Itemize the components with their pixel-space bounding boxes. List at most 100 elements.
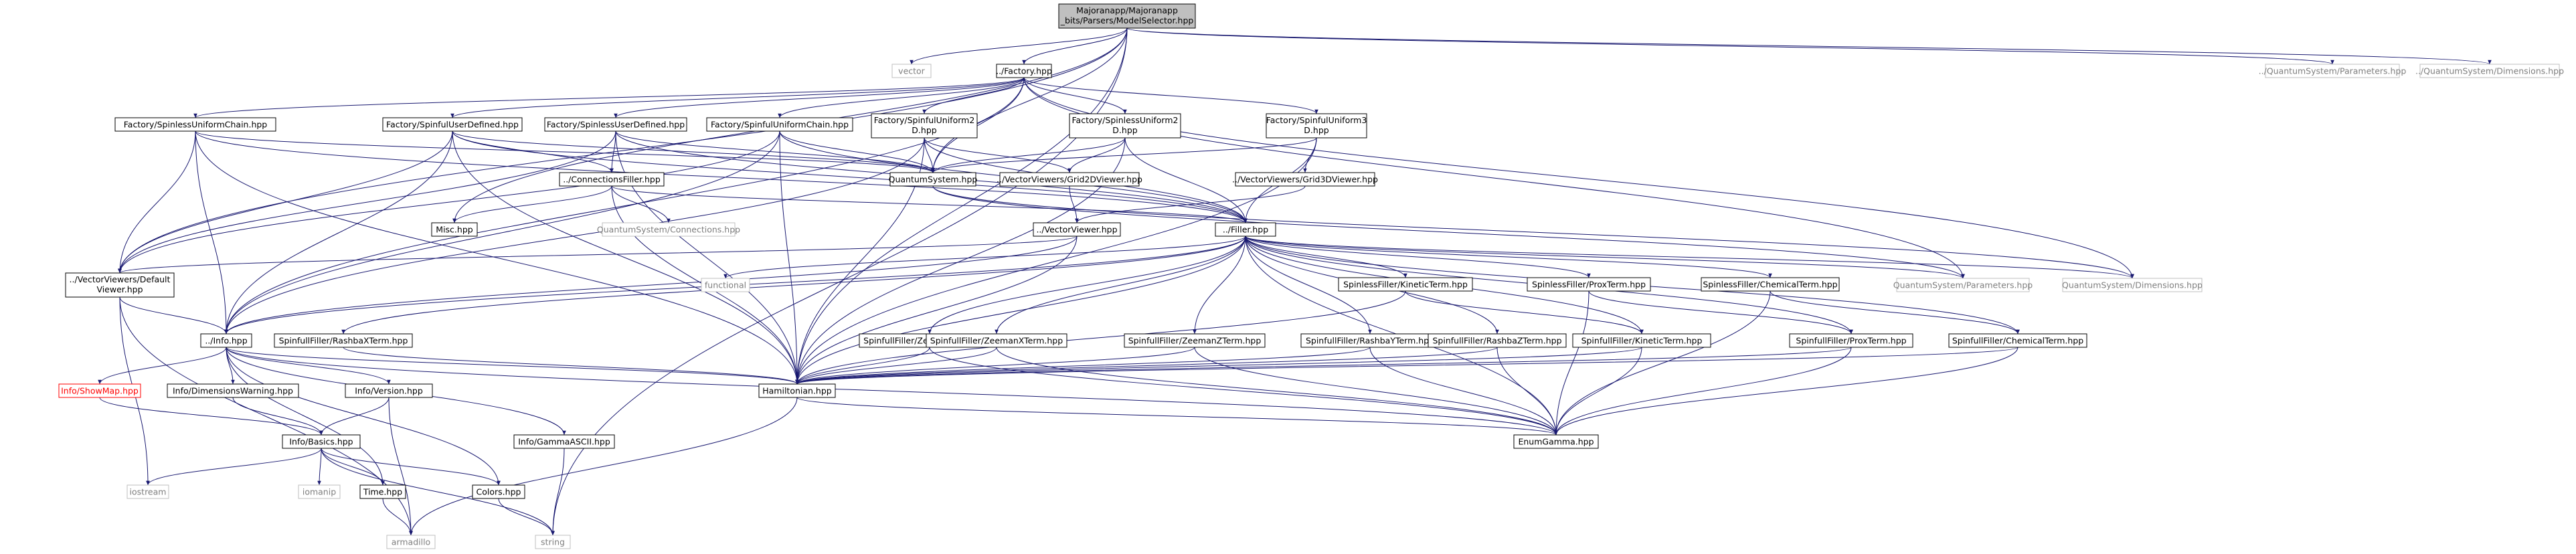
node-qs-params-top[interactable]: ../QuantumSystem/Parameters.hpp: [2259, 64, 2407, 78]
edge-colors-to-string: [498, 498, 555, 536]
node-qs-dims[interactable]: QuantumSystem/Dimensions.hpp: [2062, 278, 2203, 292]
node-sf-rashba-x[interactable]: SpinfullFiller/RashbaXTerm.hpp: [274, 333, 413, 348]
node-hamiltonian[interactable]: Hamiltonian.hpp: [758, 383, 836, 398]
node-time[interactable]: Time.hpp: [359, 484, 406, 499]
edge-f-spinful-uniform-chain-to-hamiltonian: [779, 130, 799, 385]
edge-sf-zeeman-x-to-hamiltonian: [795, 347, 997, 385]
node-vector[interactable]: vector: [891, 64, 932, 78]
node-box: [513, 434, 615, 449]
edge-f-spinless-uniform-chain-to-default-viewer: [118, 130, 196, 274]
node-iostream[interactable]: iostream: [126, 484, 169, 499]
edge-root-to-default-viewer: [118, 27, 1128, 274]
node-basics[interactable]: Info/Basics.hpp: [282, 434, 361, 449]
node-box: [535, 535, 571, 549]
node-box: [889, 172, 976, 187]
node-box: [2265, 64, 2400, 78]
node-box: [999, 172, 1140, 187]
node-label: Info/ShowMap.hpp: [61, 386, 139, 396]
node-iomanip[interactable]: iomanip: [298, 484, 341, 499]
edge-factory-to-f-spinful-uniform2d: [922, 77, 1025, 114]
edge-info-to-time: [226, 347, 385, 486]
edge-factory-to-f-spinless-uniform-chain: [193, 77, 1025, 118]
node-qs-params[interactable]: QuantumSystem/Parameters.hpp: [1893, 278, 2033, 292]
node-root[interactable]: Majoranapp/Majoranapp_bits/Parsers/Model…: [1058, 3, 1196, 29]
node-f-spinless-uniform-chain[interactable]: Factory/SpinlessUniformChain.hpp: [114, 117, 276, 132]
edge-sf-prox-to-enum-gamma: [1554, 347, 1852, 436]
node-info[interactable]: ../Info.hpp: [200, 333, 252, 348]
node-box: [1266, 113, 1367, 138]
node-label: Misc.hpp: [436, 225, 473, 235]
node-label: SpinfullFiller/ZeemanZTerm.hpp: [1128, 336, 1262, 346]
node-functional[interactable]: functional: [701, 278, 750, 292]
edge-filler-to-qs-dims: [1245, 236, 2134, 279]
node-filler[interactable]: ../Filler.hpp: [1215, 222, 1276, 237]
node-grid2d-viewer[interactable]: ../VectorViewers/Grid2DViewer.hpp: [997, 172, 1142, 187]
node-f-spinful-user-defined[interactable]: Factory/SpinfulUserDefined.hpp: [382, 117, 523, 132]
node-gamma-ascii[interactable]: Info/GammaASCII.hpp: [513, 434, 615, 449]
node-box: [701, 278, 750, 292]
node-version[interactable]: Info/Version.hpp: [345, 383, 433, 398]
node-misc[interactable]: Misc.hpp: [431, 222, 478, 237]
node-sf-kinetic[interactable]: SpinfullFiller/KineticTerm.hpp: [1572, 333, 1711, 348]
node-sf-chemical[interactable]: SpinfullFiller/ChemicalTerm.hpp: [1948, 333, 2087, 348]
node-sf-rashba-z[interactable]: SpinfullFiller/RashbaZTerm.hpp: [1428, 333, 1567, 348]
edge-basics-to-string: [321, 448, 555, 536]
node-box: [1033, 222, 1121, 237]
node-enum-gamma[interactable]: EnumGamma.hpp: [1513, 434, 1599, 449]
node-connections-filler[interactable]: ../ConnectionsFiller.hpp: [559, 172, 665, 187]
node-dims-warning[interactable]: Info/DimensionsWarning.hpp: [167, 383, 299, 398]
node-qs-dims-top[interactable]: ../QuantumSystem/Dimensions.hpp: [2415, 64, 2564, 78]
node-string[interactable]: string: [535, 535, 571, 549]
node-sf-zeeman-z[interactable]: SpinfullFiller/ZeemanZTerm.hpp: [1124, 333, 1266, 348]
node-box: [1124, 333, 1266, 348]
node-sl-kinetic[interactable]: SpinlessFiller/KineticTerm.hpp: [1338, 277, 1473, 292]
edge-sf-kinetic-to-hamiltonian: [795, 347, 1642, 385]
edge-sf-rashba-y-to-enum-gamma: [1369, 347, 1558, 436]
node-sf-zeeman-x[interactable]: SpinfullFiller/ZeemanXTerm.hpp: [926, 333, 1067, 348]
node-armadillo[interactable]: armadillo: [386, 535, 436, 549]
node-sl-chemical[interactable]: SpinlessFiller/ChemicalTerm.hpp: [1701, 277, 1840, 292]
node-box: [114, 117, 276, 132]
edge-basics-to-time: [321, 448, 385, 486]
node-colors[interactable]: Colors.hpp: [472, 484, 525, 499]
node-label: Info/DimensionsWarning.hpp: [173, 386, 293, 396]
edge-filler-to-sf-zeeman-z: [1193, 236, 1246, 335]
edge-sl-prox-to-sf-prox: [1588, 290, 1853, 335]
edge-root-to-hamiltonian: [795, 27, 1128, 385]
edge-root-to-quantum-system: [931, 27, 1128, 173]
node-show-map[interactable]: Info/ShowMap.hpp: [58, 383, 141, 398]
node-sf-rashba-y[interactable]: SpinfullFiller/RashbaYTerm.hpp: [1300, 333, 1440, 348]
node-label: vector: [898, 66, 926, 76]
edge-sf-zeeman-y-to-enum-gamma: [929, 347, 1558, 436]
node-label: Factory/SpinfulUserDefined.hpp: [386, 120, 519, 130]
node-factory[interactable]: ../Factory.hpp: [996, 64, 1052, 78]
node-box: [167, 383, 299, 398]
edge-grid3d-viewer-to-vector-viewer: [1075, 185, 1306, 223]
node-qs-connections[interactable]: QuantumSystem/Connections.hpp: [597, 222, 740, 237]
edge-sf-rashba-y-to-hamiltonian: [795, 347, 1371, 385]
node-label: Factory/SpinlessUniformChain.hpp: [124, 120, 268, 130]
node-f-spinless-user-defined[interactable]: Factory/SpinlessUserDefined.hpp: [544, 117, 687, 132]
node-grid3d-viewer[interactable]: ../VectorViewers/Grid3DViewer.hpp: [1232, 172, 1378, 187]
edge-f-spinful-uniform-chain-to-default-viewer: [118, 130, 780, 274]
node-f-spinful-uniform-chain[interactable]: Factory/SpinfulUniformChain.hpp: [706, 117, 853, 132]
node-sl-prox[interactable]: SpinlessFiller/ProxTerm.hpp: [1527, 277, 1651, 292]
node-quantum-system[interactable]: QuantumSystem.hpp: [889, 172, 978, 187]
edge-f-spinful-uniform2d-to-info: [224, 137, 925, 335]
edge-basics-to-iostream: [146, 448, 322, 486]
node-label: string: [541, 537, 565, 547]
node-label: SpinfullFiller/RashbaZTerm.hpp: [1433, 336, 1562, 346]
edge-quantum-system-to-qs-params: [932, 185, 1965, 279]
node-label: Colors.hpp: [477, 487, 521, 497]
node-sf-prox[interactable]: SpinfullFiller/ProxTerm.hpp: [1789, 333, 1913, 348]
node-box: [65, 272, 175, 298]
edge-info-to-colors: [226, 347, 501, 486]
edge-sl-kinetic-to-hamiltonian: [795, 290, 1406, 385]
node-vector-viewer[interactable]: ../VectorViewer.hpp: [1033, 222, 1121, 237]
edge-version-to-basics: [319, 397, 390, 436]
node-label: Factory/SpinlessUniform2: [1072, 115, 1179, 125]
